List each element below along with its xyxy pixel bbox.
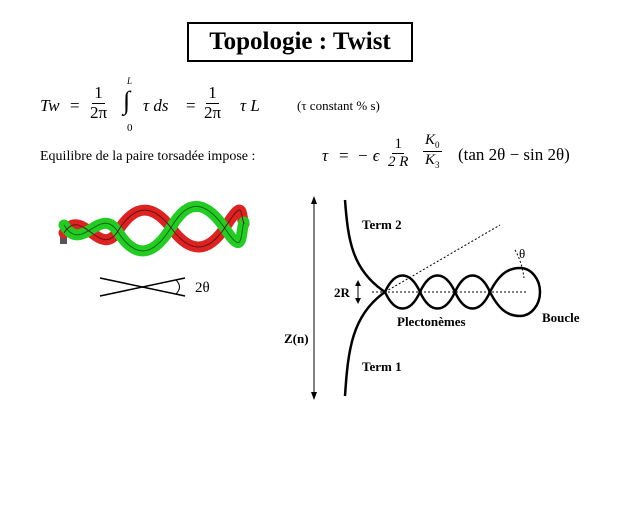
fraction-denominator: 2π	[204, 102, 222, 122]
angle-arc	[175, 279, 180, 295]
tw-equals: =	[70, 96, 80, 115]
angle-label: 2θ	[195, 280, 210, 296]
equilibrium-line: Equilibre de la paire torsadée impose : …	[40, 132, 600, 180]
integral-sign: ∫	[123, 86, 131, 115]
angle-line-2	[99, 277, 186, 297]
term1-strand	[343, 290, 386, 397]
fraction-numerator: 1	[392, 136, 404, 154]
two-r-arrow-down	[355, 298, 361, 304]
eq-fraction-1-2r: 1 2 R	[386, 136, 410, 170]
page-title: Topologie : Twist	[209, 28, 391, 55]
red-strand-outline	[63, 209, 245, 248]
plectoneme-diagram: Z(n) Term 2 Term 1 Boucle θ 2R Plectonèm…	[284, 196, 580, 400]
title-box: Topologie : Twist	[187, 22, 413, 62]
eq-tan-sin-term: (tan 2θ − sin 2θ)	[458, 145, 570, 164]
plectoneme-strand-a	[383, 274, 492, 310]
twisted-pair-diagram	[58, 201, 250, 257]
tau-l: τ L	[240, 96, 260, 115]
integral-lower-limit: 0	[127, 122, 133, 134]
integral-upper-limit: L	[127, 76, 133, 86]
loop-boucle	[488, 266, 542, 318]
theta-label: θ	[519, 246, 525, 261]
green-strand-outline	[63, 206, 245, 252]
term2-label: Term 2	[362, 217, 402, 232]
term1-label: Term 1	[362, 359, 402, 374]
fraction-denominator: 2π	[90, 102, 108, 122]
tau-constant-note: (τ constant % s)	[297, 98, 380, 113]
tw-equals-2: =	[186, 96, 196, 115]
eq-minus-epsilon: − ϵ	[357, 146, 380, 165]
fraction-numerator: 1	[92, 83, 105, 104]
z-axis-label: Z(n)	[284, 331, 309, 346]
equilibrium-label: Equilibre de la paire torsadée impose :	[40, 149, 256, 164]
fraction-numerator: 1	[206, 83, 219, 104]
eq-equals: =	[339, 146, 349, 165]
plectonemes-label: Plectonèmes	[397, 314, 466, 329]
fraction-denominator: 2 R	[388, 153, 409, 170]
angle-diagram: 2θ	[99, 277, 210, 297]
tw-fraction-1: 1 2π	[88, 83, 109, 122]
plectoneme-strand-b	[383, 274, 492, 310]
fraction-numerator: K0	[423, 132, 442, 152]
z-axis-arrow-up	[311, 196, 317, 204]
two-r-label: 2R	[334, 285, 351, 300]
z-axis-arrow-down	[311, 392, 317, 400]
two-r-arrow-up	[355, 280, 361, 286]
integrand: τ ds	[143, 96, 169, 115]
tw-lhs: Tw	[40, 96, 60, 115]
tw-fraction-2: 1 2π	[202, 83, 223, 122]
eq-tau: τ	[322, 146, 329, 165]
term2-strand	[343, 199, 386, 294]
boucle-label: Boucle	[542, 310, 580, 325]
fraction-denominator: K3	[425, 151, 440, 170]
eq-fraction-k0-k3: K0 K3	[423, 132, 442, 171]
